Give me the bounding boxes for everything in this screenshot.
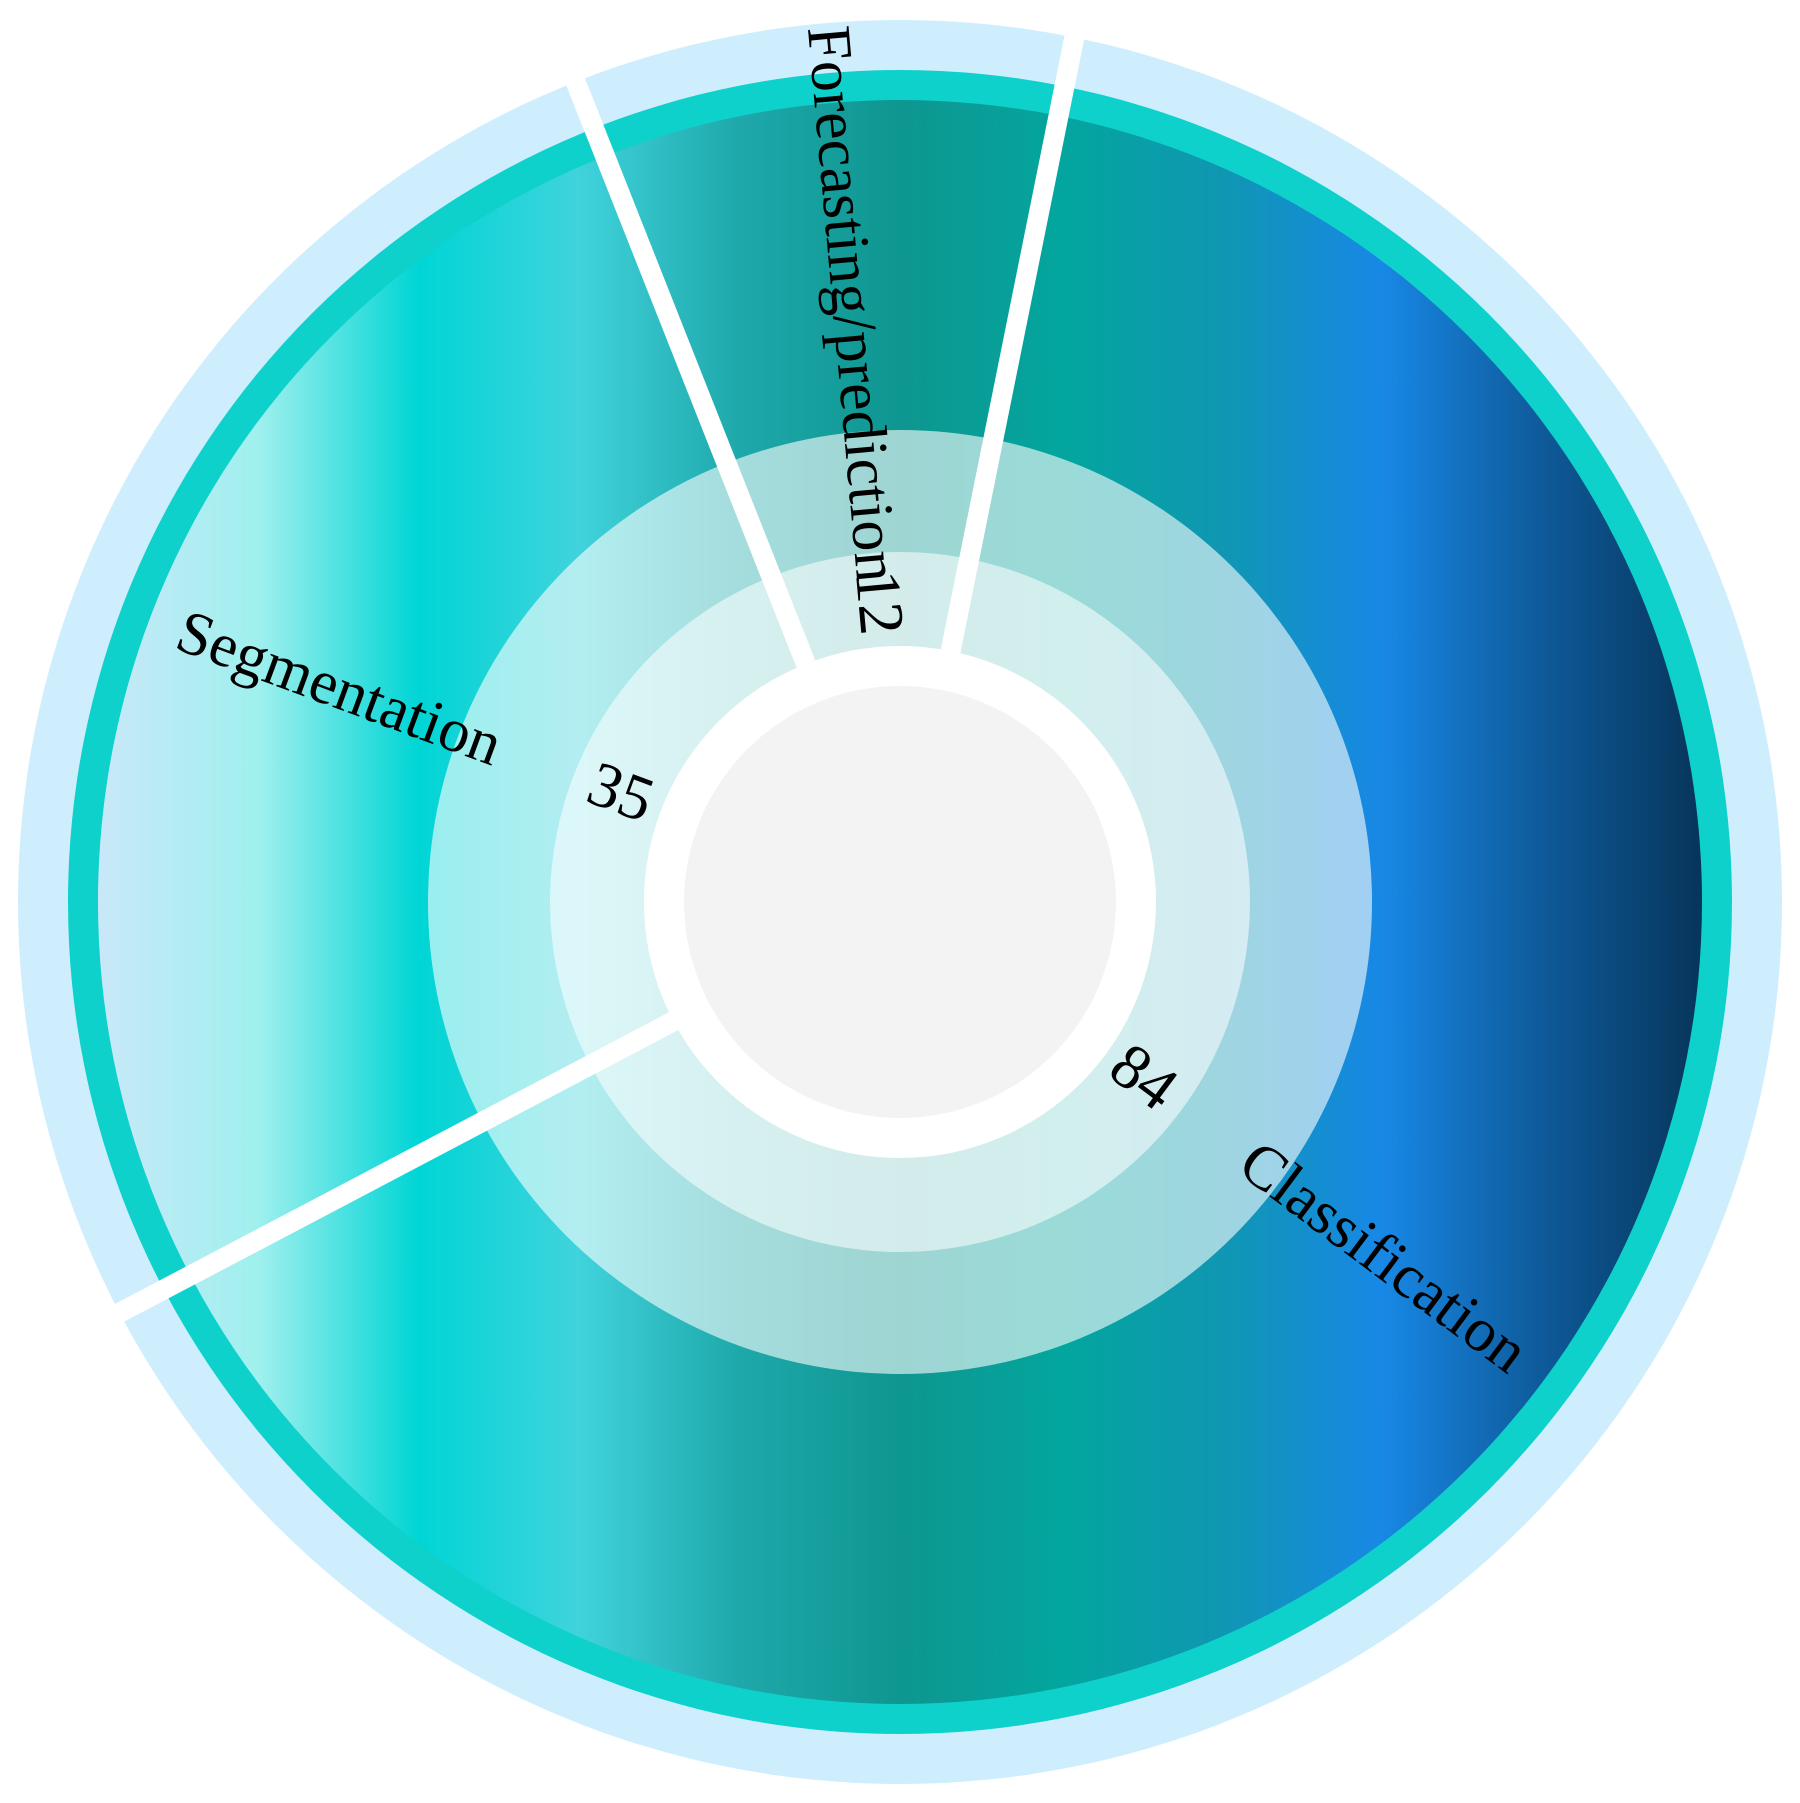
slice-separator-2	[559, 61, 816, 668]
slice-separator-1	[98, 1012, 679, 1331]
slice-separator-0	[940, 17, 1088, 654]
center-disc	[684, 686, 1116, 1118]
rings-layer	[18, 20, 1782, 1784]
separators-layer	[98, 17, 1088, 1331]
value-label-forecasting-prediction: 12	[842, 568, 918, 638]
